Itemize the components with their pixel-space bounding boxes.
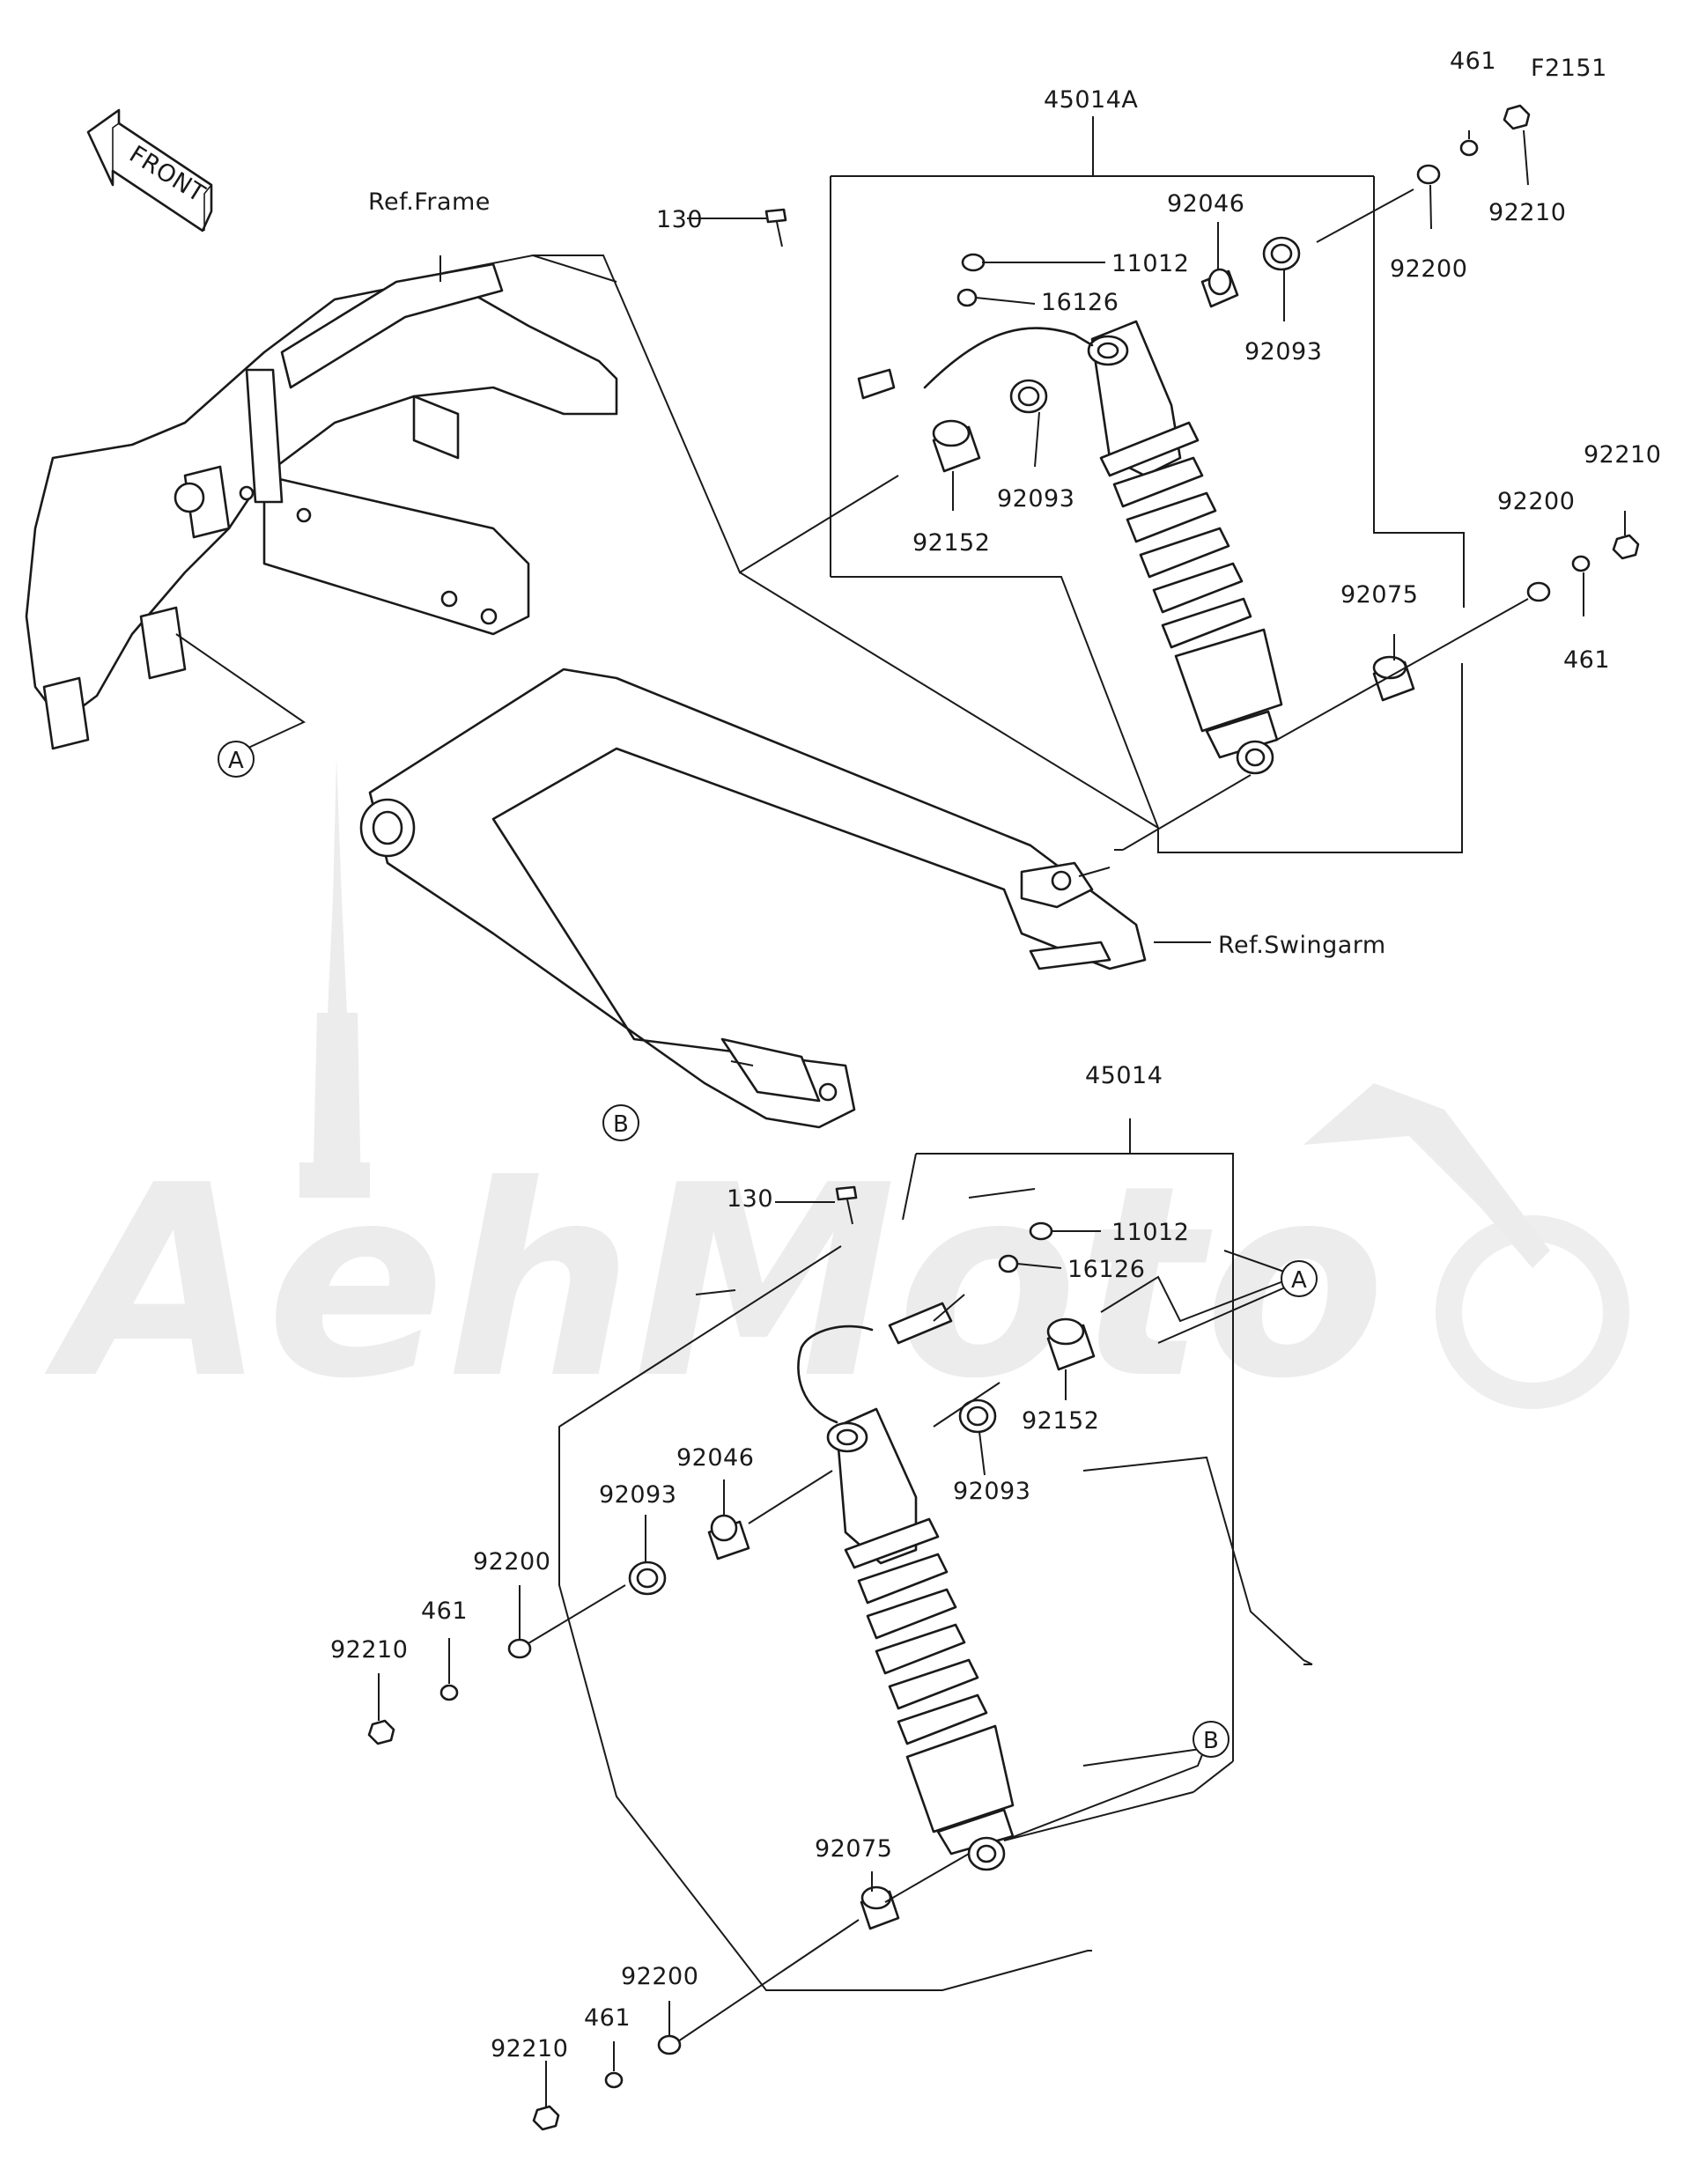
part-label-92046-upper: 92046 bbox=[1167, 190, 1244, 218]
part-label-92210-lower-bottom: 92210 bbox=[491, 2035, 568, 2062]
part-label-f2151: F2151 bbox=[1531, 55, 1607, 82]
part-label-92093-lower-left: 92093 bbox=[599, 1481, 676, 1509]
part-label-92075-lower: 92075 bbox=[815, 1835, 892, 1863]
part-label-16126-lower: 16126 bbox=[1067, 1256, 1145, 1283]
assembly-upper-number: 45014A bbox=[1044, 86, 1138, 114]
part-label-92093-lower-right: 92093 bbox=[953, 1478, 1030, 1505]
small-parts-upper bbox=[764, 104, 1640, 702]
leader-lines bbox=[175, 116, 1626, 2107]
swingarm bbox=[359, 668, 1147, 1129]
part-label-92210-upper-top: 92210 bbox=[1488, 199, 1566, 226]
callout-b-swingarm: B bbox=[602, 1104, 639, 1141]
part-label-92046-lower: 92046 bbox=[676, 1444, 754, 1472]
callout-a-shock: A bbox=[1281, 1260, 1318, 1297]
part-label-92200-upper-top: 92200 bbox=[1390, 255, 1467, 283]
shock-absorber-upper bbox=[857, 320, 1283, 775]
part-label-92200-upper-bottom: 92200 bbox=[1497, 488, 1575, 515]
part-label-130-upper: 130 bbox=[656, 206, 703, 233]
part-label-461-upper-bottom: 461 bbox=[1563, 646, 1610, 674]
part-label-92075-upper: 92075 bbox=[1340, 581, 1418, 609]
part-label-92210-lower-top: 92210 bbox=[330, 1636, 408, 1664]
part-label-11012-upper: 11012 bbox=[1111, 250, 1189, 277]
callout-b-text: B bbox=[613, 1111, 629, 1138]
part-label-92093-upper-mid: 92093 bbox=[997, 485, 1074, 513]
callout-b-shock-text: B bbox=[1203, 1728, 1219, 1754]
ref-frame-label: Ref.Frame bbox=[368, 188, 491, 216]
part-label-92200-lower-top: 92200 bbox=[473, 1548, 550, 1575]
callout-a-shock-text: A bbox=[1291, 1267, 1307, 1294]
part-label-92093-upper-right: 92093 bbox=[1244, 338, 1322, 365]
part-label-92200-lower-bottom: 92200 bbox=[621, 1963, 698, 1990]
part-label-92152-upper: 92152 bbox=[912, 529, 990, 557]
callout-b-shock: B bbox=[1193, 1721, 1229, 1758]
part-label-461-lower-top: 461 bbox=[421, 1597, 468, 1625]
callout-a-text: A bbox=[228, 748, 244, 774]
assembly-lower-number: 45014 bbox=[1085, 1062, 1163, 1089]
callout-a-frame: A bbox=[218, 741, 255, 778]
part-label-461-lower-bottom: 461 bbox=[584, 2004, 631, 2032]
front-arrow-icon: FRONT bbox=[86, 108, 213, 232]
part-label-11012-lower: 11012 bbox=[1111, 1219, 1189, 1246]
part-label-92152-lower: 92152 bbox=[1022, 1407, 1099, 1435]
ref-swingarm-label: Ref.Swingarm bbox=[1218, 932, 1386, 959]
part-label-16126-upper: 16126 bbox=[1041, 289, 1119, 316]
frame bbox=[25, 255, 618, 750]
part-label-461-upper-top: 461 bbox=[1450, 48, 1496, 75]
watermark-text: AehMoto bbox=[41, 1129, 1386, 1436]
part-label-92210-upper-bottom: 92210 bbox=[1584, 441, 1661, 469]
shock-absorber-lower bbox=[797, 1302, 1015, 1871]
part-label-130-lower: 130 bbox=[727, 1185, 773, 1213]
